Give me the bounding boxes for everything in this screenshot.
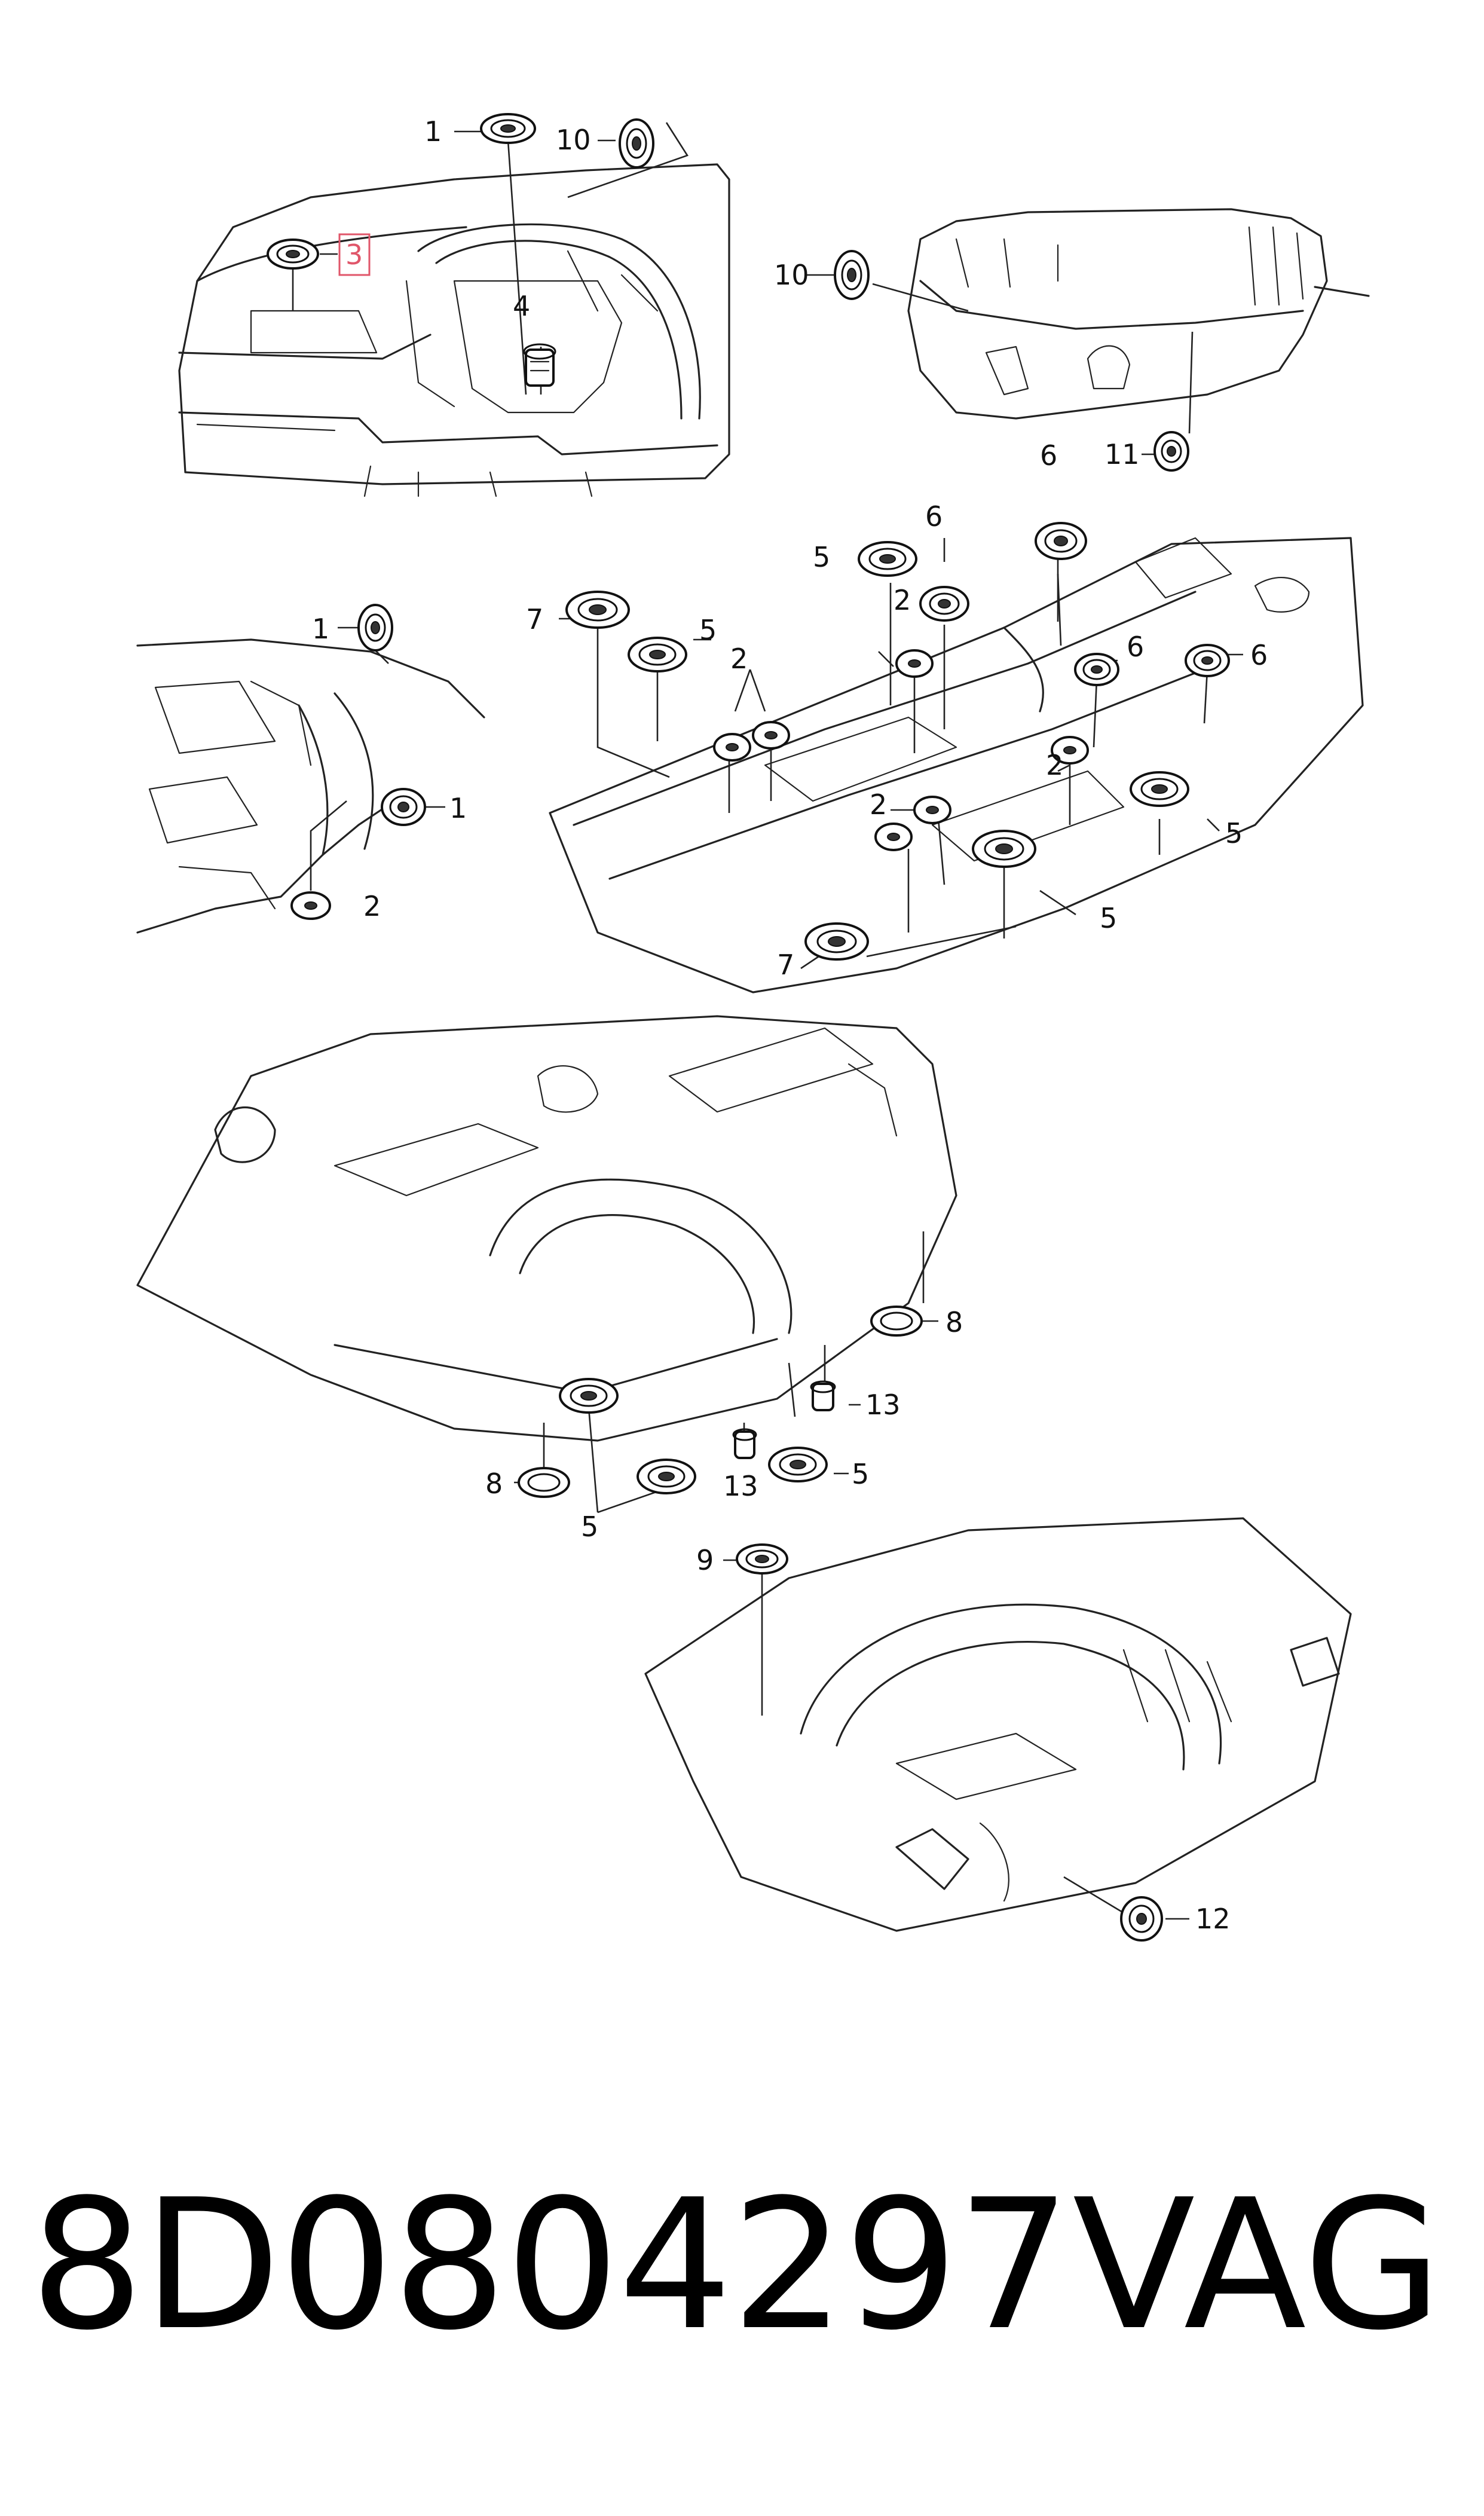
brand-name: VAG <box>1072 2161 1442 2370</box>
callout-label: 13 <box>723 1470 758 1502</box>
callout-label: 5 <box>699 614 717 646</box>
callout-label: 6 <box>1127 631 1144 663</box>
clip-13-a <box>810 1380 836 1411</box>
clip-2-c <box>895 649 934 678</box>
callout-label: 2 <box>870 788 887 821</box>
clip-2-f <box>874 823 913 851</box>
callout-label: 11 <box>1104 438 1140 470</box>
grommet-7-b <box>804 922 869 961</box>
callout-label: 6 <box>1040 439 1057 472</box>
callout-label: 9 <box>696 1544 714 1576</box>
grommet-7-a <box>565 591 630 629</box>
grommet-5-f <box>637 1459 696 1494</box>
callout-label: 10 <box>774 259 809 291</box>
grommet-6-c <box>1074 653 1119 686</box>
grommet-12 <box>1120 1896 1163 1942</box>
grommet-5-e <box>559 1378 619 1414</box>
clip-13-b <box>732 1428 757 1459</box>
plug-4 <box>523 343 556 387</box>
callout-label: 1 <box>424 115 442 148</box>
callout-label: 5 <box>813 541 830 573</box>
grommet-3 <box>267 239 319 270</box>
grommet-1-c-b <box>381 788 426 826</box>
panel-front-floor <box>549 537 1364 993</box>
panel-wheel-housing <box>136 638 485 934</box>
callout-label: 2 <box>894 584 911 616</box>
grommet-8-a <box>870 1306 923 1337</box>
grommet-6-b <box>919 586 969 622</box>
callout-label: 5 <box>581 1511 598 1543</box>
grommet-6-d <box>1185 644 1230 677</box>
grommet-1-top <box>480 113 536 144</box>
grommet-5-g <box>768 1447 828 1482</box>
clip-2-d <box>1051 736 1089 765</box>
panel-rear-floor <box>136 1015 957 1442</box>
callout-labels: 1 10 3 4 10 11 6 5 6 7 5 2 2 1 6 6 2 1 5… <box>312 115 1268 1935</box>
callout-label-highlighted: 3 <box>345 239 363 271</box>
callout-label: 8 <box>485 1468 503 1500</box>
callout-label: 1 <box>312 613 329 645</box>
callout-label: 4 <box>513 290 530 322</box>
callout-label: 2 <box>363 890 381 922</box>
callout-label: 6 <box>1250 639 1268 671</box>
callout-label: 12 <box>1195 1903 1231 1935</box>
grommet-5-c <box>1130 771 1189 807</box>
panel-boot-floor <box>644 1517 1352 1932</box>
grommet-6-a <box>1035 522 1087 560</box>
callout-label: 7 <box>777 949 794 981</box>
callout-label: 5 <box>1100 902 1117 934</box>
grommet-8-b <box>518 1467 570 1498</box>
callout-label: 1 <box>449 792 467 824</box>
grommet-9 <box>736 1543 788 1575</box>
grommet-5-d <box>972 830 1036 868</box>
grommet-5-b <box>628 637 687 672</box>
callout-label: 13 <box>865 1389 901 1421</box>
callout-label: 5 <box>1225 817 1243 849</box>
clip-2-c-panel <box>290 891 331 920</box>
clip-2-a <box>713 733 751 762</box>
callout-label: 10 <box>556 124 591 156</box>
callout-label: 2 <box>730 643 748 675</box>
clip-2-e <box>913 796 951 824</box>
grommet-1-c-a <box>357 604 393 652</box>
callout-label: 2 <box>1046 749 1063 781</box>
grommet-11 <box>1153 431 1189 472</box>
grommet-5-a <box>858 541 917 577</box>
callout-label: 8 <box>946 1306 963 1338</box>
callout-highlight-box <box>338 233 371 276</box>
callout-label: 5 <box>852 1458 869 1490</box>
grommets <box>267 113 1230 1942</box>
parts-diagram: 1 10 3 4 10 11 6 5 6 7 5 2 2 1 6 6 2 1 5… <box>136 113 1370 1942</box>
part-number: 8D0804297 <box>30 2161 1071 2370</box>
panel-rear-wheel-arch <box>178 163 730 497</box>
grommet-10-top <box>619 118 654 169</box>
clip-2-b <box>752 721 790 750</box>
panel-fuel-tank <box>907 208 1370 420</box>
grommet-10-tank <box>834 250 870 300</box>
callout-label: 7 <box>526 603 543 635</box>
callout-label: 6 <box>925 500 943 533</box>
